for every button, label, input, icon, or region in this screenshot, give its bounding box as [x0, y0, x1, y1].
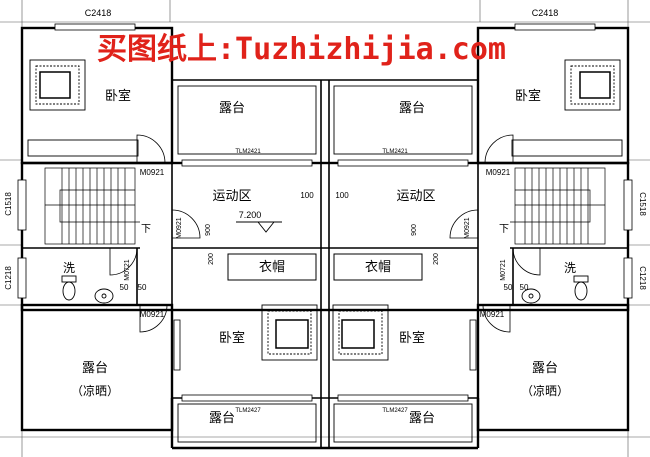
- door-code-terrace-top-left: TLM2421: [235, 149, 261, 155]
- dim-200-right: 200: [433, 253, 440, 265]
- toilet-icon: [61, 275, 589, 301]
- window-codes: C2418 C2418 C1518 C1518 C1218 C1218: [4, 8, 647, 290]
- dim-50-left-a: 50: [120, 283, 129, 292]
- window-code-side-lower-right: C1218: [638, 266, 647, 290]
- dim-50-right-b: 50: [520, 283, 529, 292]
- stairs-left: [44, 167, 140, 245]
- room-label-terrace-top-right: 露台: [399, 101, 425, 116]
- room-label-bathroom-right: 洗: [564, 261, 576, 275]
- door-code-terrace-bottom-right: TLM2427: [382, 408, 408, 414]
- window-code-side-upper-right: C1518: [638, 192, 647, 216]
- room-label-terrace-side-right: 露台: [532, 361, 558, 376]
- door-code-terrace-bottom-left: TLM2427: [235, 408, 261, 414]
- elevation-marker: [236, 221, 282, 233]
- terrace-parapets: [27, 85, 623, 443]
- door-code-terrace-top-right: TLM2421: [382, 149, 408, 155]
- window-code-side-upper-left: C1518: [4, 192, 13, 216]
- room-label-bedroom-bottom-left: 卧室: [219, 330, 245, 346]
- bed-icon: [29, 59, 621, 361]
- door-swings: [109, 134, 541, 333]
- room-label-exercise-left: 运动区: [212, 189, 251, 204]
- door-code-stair-right: M0921: [486, 168, 511, 177]
- watermark-text: 买图纸上:Tuzhizhijia.com: [97, 32, 506, 67]
- door-code-bed-lower-right: M0921: [480, 310, 505, 319]
- room-label-terrace-side-left-note: （凉晒）: [71, 383, 119, 398]
- window-code-top-left: C2418: [85, 8, 112, 18]
- room-label-terrace-side-left: 露台: [82, 361, 108, 376]
- door-code-bath-left: M0721: [124, 259, 131, 281]
- dim-50-right-a: 50: [504, 283, 513, 292]
- window-code-top-right: C2418: [532, 8, 559, 18]
- door-code-stair-left: M0921: [140, 168, 165, 177]
- dim-100-right: 100: [335, 191, 349, 200]
- door-code-bath-right: M0721: [500, 259, 507, 281]
- stair-down-label-left: 下: [141, 224, 151, 235]
- stairs-right: [510, 167, 606, 245]
- dim-900-right: 900: [411, 224, 418, 236]
- room-label-terrace-bottom-left: 露台: [209, 411, 235, 426]
- dim-200-left: 200: [208, 253, 215, 265]
- door-code-bed-lower-left: M0921: [140, 310, 165, 319]
- room-label-bedroom-top-left: 卧室: [105, 88, 131, 104]
- room-label-bathroom-left: 洗: [63, 261, 75, 275]
- room-label-closet-left: 衣帽: [259, 259, 285, 275]
- room-labels: 卧室 卧室 露台 露台 运动区 运动区 衣帽 衣帽 洗 洗 卧室 卧室 露台 露…: [63, 88, 576, 426]
- stair-down-label-right: 下: [499, 224, 509, 235]
- window-code-side-lower-left: C1218: [4, 266, 13, 290]
- room-label-terrace-bottom-right: 露台: [409, 411, 435, 426]
- dim-50-left-b: 50: [138, 283, 147, 292]
- annotations: 下 下 7.200 100 100 900 900 200 200 50 50 …: [120, 191, 529, 292]
- door-code-exercise-left: M0921: [176, 217, 183, 239]
- room-label-closet-right: 衣帽: [365, 259, 391, 275]
- closets: [227, 253, 423, 281]
- room-label-terrace-top-left: 露台: [219, 101, 245, 116]
- door-code-exercise-right: M0921: [464, 217, 471, 239]
- room-label-terrace-side-right-note: （凉晒）: [521, 383, 569, 398]
- door-codes: M0921 M0921 M0921 M0921 M0721 M0721 M092…: [124, 149, 511, 414]
- room-label-exercise-right: 运动区: [396, 189, 435, 204]
- windows: [17, 23, 633, 402]
- dim-100-left: 100: [300, 191, 314, 200]
- dim-900-left: 900: [205, 224, 212, 236]
- washbasin-icon: [94, 288, 541, 304]
- room-label-bedroom-bottom-right: 卧室: [399, 330, 425, 346]
- room-label-bedroom-top-right: 卧室: [515, 88, 541, 104]
- elevation-label: 7.200: [239, 210, 262, 220]
